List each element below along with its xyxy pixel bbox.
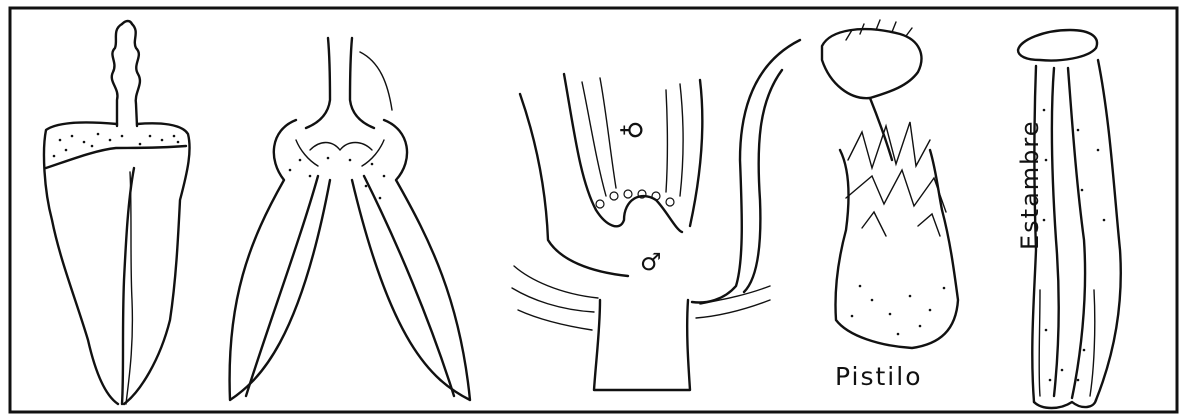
female-symbol: ♀ (617, 120, 647, 139)
frame-border (10, 8, 1177, 412)
stamen-label: Estambre (1016, 119, 1044, 250)
pistil-label: Pistilo (835, 362, 923, 391)
pistil-drawing (822, 20, 958, 348)
flower-bud-drawing (44, 21, 190, 404)
flower-section-drawing (230, 38, 470, 400)
male-symbol: ♂ (640, 248, 662, 276)
receptacle-section-drawing (512, 40, 800, 390)
